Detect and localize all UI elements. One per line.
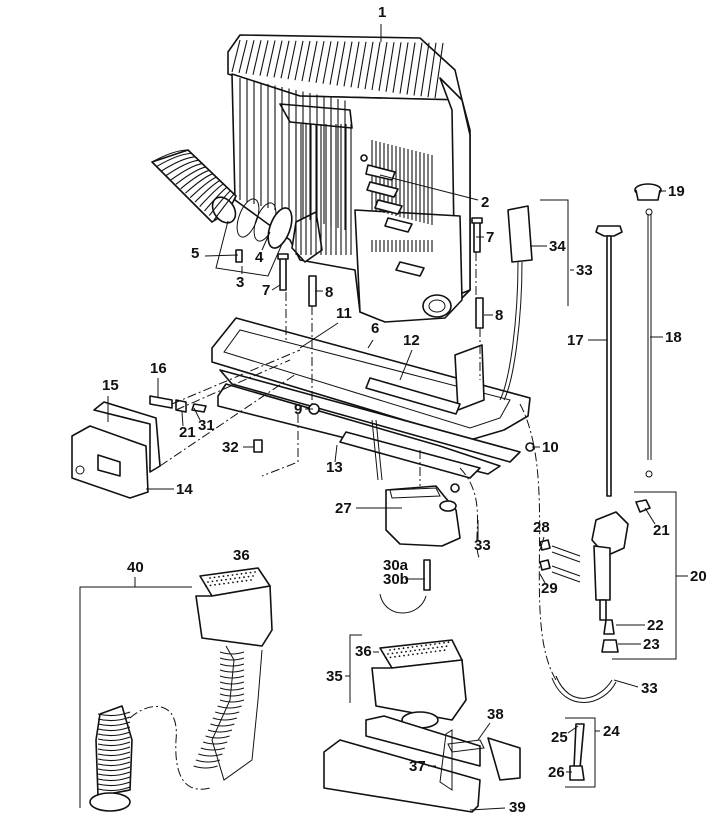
assembly-guide-lines	[159, 252, 557, 681]
callout-4: 4	[255, 249, 264, 266]
label-plates	[360, 154, 425, 277]
callout-33c: 33	[641, 680, 658, 697]
control-box	[71, 395, 535, 499]
callout-14: 14	[176, 481, 193, 498]
callout-6: 6	[371, 320, 379, 337]
callout-28: 28	[533, 519, 550, 536]
callout-22: 22	[647, 617, 664, 634]
air-intake-box	[323, 639, 521, 813]
clamp-rings	[235, 198, 293, 263]
callout-2: 2	[481, 194, 489, 211]
leader-5	[204, 254, 239, 257]
heat-exchanger-fins	[231, 39, 444, 255]
callout-29: 29	[541, 580, 558, 597]
callout-8b: 8	[495, 307, 503, 324]
bracket-35	[349, 634, 362, 703]
callout-20: 20	[690, 568, 707, 585]
leader-13	[334, 444, 338, 463]
callout-36a: 36	[233, 547, 250, 564]
callout-35: 35	[326, 668, 343, 685]
bracket-40	[79, 586, 192, 808]
leader-31	[193, 407, 201, 421]
callout-3: 3	[236, 274, 244, 291]
callout-37: 37	[409, 758, 426, 775]
intake-grille-dots	[385, 641, 450, 659]
thermocouple-pipe	[499, 205, 617, 703]
callout-25: 25	[551, 729, 568, 746]
callout-27: 27	[335, 500, 352, 517]
callout-38: 38	[487, 706, 504, 723]
callout-32: 32	[222, 439, 239, 456]
callout-leaders	[107, 24, 688, 811]
callout-9: 9	[294, 401, 302, 418]
fitting-24	[569, 723, 585, 781]
leader-21b	[644, 507, 656, 525]
callout-39: 39	[509, 799, 526, 816]
callout-8a: 8	[325, 284, 333, 301]
callout-15: 15	[102, 377, 119, 394]
callout-10: 10	[542, 439, 559, 456]
flex-duct-ribs	[151, 149, 235, 221]
callout-36b: 36	[355, 643, 372, 660]
callout-7b: 7	[486, 229, 494, 246]
leader-28	[539, 536, 545, 551]
callout-23: 23	[643, 636, 660, 653]
callout-31: 31	[198, 417, 215, 434]
leader-6	[367, 339, 374, 349]
leader-39	[469, 807, 506, 811]
remote-intake-hose-ribs	[97, 651, 245, 792]
callout-21b: 21	[653, 522, 670, 539]
bolts-and-spacers	[277, 217, 484, 329]
heat-exchanger	[227, 34, 471, 323]
callout-30b: 30b	[383, 571, 409, 588]
callout-13: 13	[326, 459, 343, 476]
control-rods	[595, 183, 662, 497]
callout-18: 18	[665, 329, 682, 346]
callout-24: 24	[603, 723, 620, 740]
bracket-33	[540, 199, 569, 306]
leader-29	[539, 573, 546, 584]
callout-19: 19	[668, 183, 685, 200]
leader-25	[567, 725, 579, 734]
callout-30a: 30a	[383, 557, 409, 574]
callout-21a: 21	[179, 424, 196, 441]
base-plate	[211, 317, 531, 479]
callout-33a: 33	[576, 262, 593, 279]
leader-2	[379, 174, 479, 201]
leader-33c	[613, 679, 639, 688]
remote-intake-grille-dots	[205, 571, 256, 587]
callout-33b: 33	[474, 537, 491, 554]
callout-12: 12	[403, 332, 420, 349]
leader-11	[299, 322, 339, 349]
bracket-24	[565, 717, 596, 788]
leader-38	[477, 722, 491, 741]
gas-valve	[539, 499, 651, 653]
callout-40: 40	[127, 559, 144, 576]
callout-11: 11	[336, 305, 352, 322]
leader-4	[261, 231, 271, 251]
callout-5: 5	[191, 245, 199, 262]
leader-7a	[271, 284, 281, 291]
leader-12	[399, 349, 413, 381]
callout-1: 1	[378, 4, 386, 21]
leader-21a	[181, 411, 184, 427]
callout-7a: 7	[262, 282, 270, 299]
callout-16: 16	[150, 360, 167, 377]
callout-17: 17	[567, 332, 584, 349]
callout-26: 26	[548, 764, 565, 781]
remote-intake	[89, 567, 273, 812]
callout-34: 34	[549, 238, 566, 255]
burner	[371, 419, 461, 614]
